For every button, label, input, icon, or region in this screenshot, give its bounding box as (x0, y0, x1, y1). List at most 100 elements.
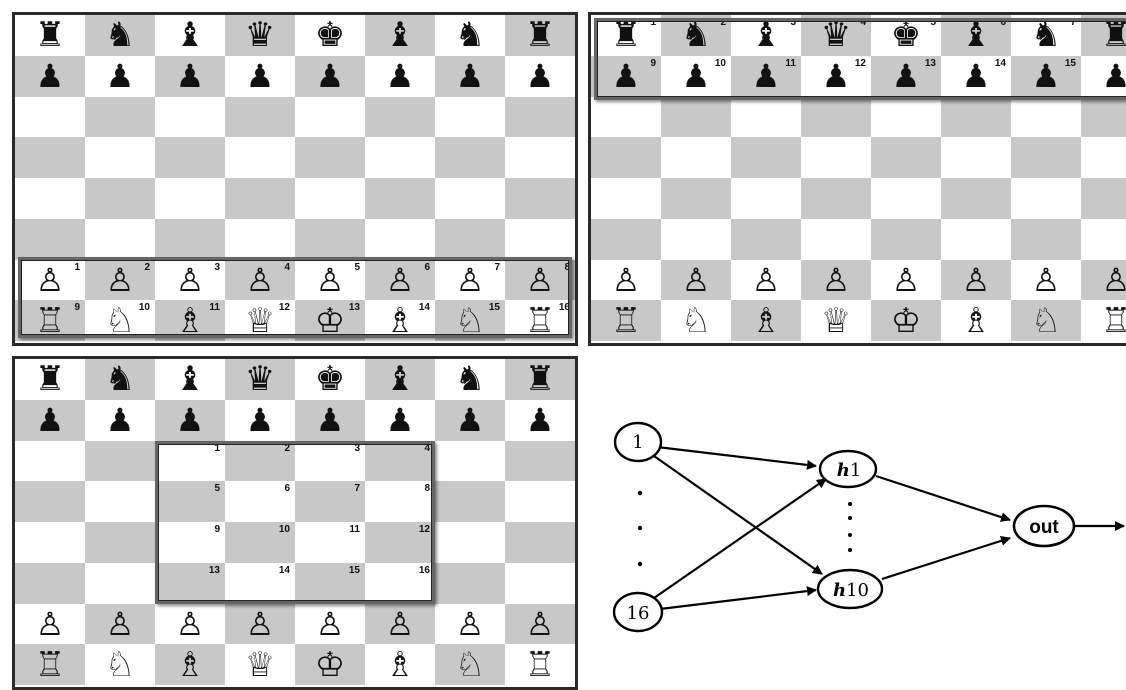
board-square: ♝3 (731, 15, 801, 56)
black-pawn-icon: ♟ (176, 404, 205, 436)
board-square (15, 97, 85, 138)
black-bishop-icon: ♝ (385, 362, 415, 396)
board-square (435, 219, 505, 260)
board-square (1011, 97, 1081, 138)
board-square: 5 (155, 481, 225, 522)
piece-index-label: 16 (559, 302, 570, 313)
piece-index-label: 7 (494, 262, 500, 273)
black-pawn-icon: ♟ (1032, 60, 1061, 92)
piece-index-label: 4 (860, 17, 866, 28)
board-square (85, 219, 155, 260)
input-ellipsis-dot (638, 491, 642, 495)
board-square: ♙ (505, 604, 575, 645)
board-square (155, 219, 225, 260)
board-square (661, 178, 731, 219)
board-square: 1 (155, 441, 225, 482)
board-square: ♟13 (871, 56, 941, 97)
board-square: ♟ (225, 400, 295, 441)
white-bishop-icon: ♗ (961, 304, 991, 338)
board-square (505, 97, 575, 138)
edge-h1-out (876, 476, 1010, 520)
square-index-label: 6 (284, 483, 290, 494)
board-square (801, 97, 871, 138)
board-square: ♛ (225, 359, 295, 400)
board-square (15, 563, 85, 604)
white-pawn-icon: ♙ (106, 264, 135, 296)
board-square (225, 219, 295, 260)
board-square: ♟15 (1011, 56, 1081, 97)
board-square: ♜ (15, 15, 85, 56)
edge-input1-h10 (654, 456, 822, 574)
input-node-first: 1 (615, 423, 661, 461)
board-square (225, 137, 295, 178)
board-black-pieces-numbered: ♜1♞2♝3♛4♚5♝6♞7♜8♟9♟10♟11♟12♟13♟14♟15♟16♙… (588, 12, 1126, 346)
black-bishop-icon: ♝ (751, 18, 781, 52)
board-square: ♞7 (1011, 15, 1081, 56)
board-square: ♘ (435, 644, 505, 685)
board-square: ♔ (295, 644, 365, 685)
square-index-label: 12 (419, 524, 430, 535)
board-square: ♝ (155, 359, 225, 400)
board-square (505, 563, 575, 604)
black-king-icon: ♚ (315, 362, 345, 396)
white-bishop-icon: ♗ (751, 304, 781, 338)
board-square: 3 (295, 441, 365, 482)
edge-input16-h10 (660, 590, 816, 609)
board-square (365, 178, 435, 219)
board-square: ♙ (1011, 260, 1081, 301)
board-square: ♙2 (85, 260, 155, 301)
white-queen-icon: ♕ (821, 304, 851, 338)
white-bishop-icon: ♗ (385, 304, 415, 338)
board-square: ♙ (731, 260, 801, 301)
board-square (941, 178, 1011, 219)
black-pawn-icon: ♟ (36, 404, 65, 436)
board-square: ♜ (505, 15, 575, 56)
board-square (591, 137, 661, 178)
board-square: ♖16 (505, 300, 575, 341)
board-square: ♟16 (1081, 56, 1126, 97)
board-square (365, 137, 435, 178)
board-square: ♕12 (225, 300, 295, 341)
black-queen-icon: ♛ (245, 362, 275, 396)
white-king-icon: ♔ (315, 304, 345, 338)
board-square: ♙4 (225, 260, 295, 301)
white-knight-icon: ♘ (455, 648, 485, 682)
board-square: ♙ (661, 260, 731, 301)
white-pawn-icon: ♙ (106, 608, 135, 640)
board-square: ♜ (15, 359, 85, 400)
black-knight-icon: ♞ (681, 18, 711, 52)
output-node-label: out (1029, 517, 1059, 538)
white-bishop-icon: ♗ (385, 648, 415, 682)
board-square: ♗ (365, 644, 435, 685)
board-square (1081, 97, 1126, 138)
black-pawn-icon: ♟ (386, 404, 415, 436)
board-square: ♙ (591, 260, 661, 301)
board-square: ♘ (1011, 300, 1081, 341)
white-pawn-icon: ♙ (682, 264, 711, 296)
black-king-icon: ♚ (891, 18, 921, 52)
board-square: ♔13 (295, 300, 365, 341)
black-pawn-icon: ♟ (892, 60, 921, 92)
black-rook-icon: ♜ (611, 18, 641, 52)
white-rook-icon: ♖ (35, 648, 65, 682)
black-rook-icon: ♜ (525, 362, 555, 396)
square-index-label: 2 (284, 443, 290, 454)
board-square: ♟10 (661, 56, 731, 97)
board-square (155, 178, 225, 219)
input-node-first-label: 1 (632, 432, 643, 453)
board-square (15, 522, 85, 563)
board-square (85, 137, 155, 178)
board-square (435, 178, 505, 219)
board-square: 14 (225, 563, 295, 604)
board-square (941, 97, 1011, 138)
board-square: 12 (365, 522, 435, 563)
black-pawn-icon: ♟ (176, 60, 205, 92)
black-pawn-icon: ♟ (316, 404, 345, 436)
board-square: ♗ (941, 300, 1011, 341)
board-square: ♝ (155, 15, 225, 56)
board-square: ♟ (505, 400, 575, 441)
board-square (1011, 178, 1081, 219)
board-square (15, 178, 85, 219)
board-square: ♔ (871, 300, 941, 341)
board-square: ♙ (801, 260, 871, 301)
